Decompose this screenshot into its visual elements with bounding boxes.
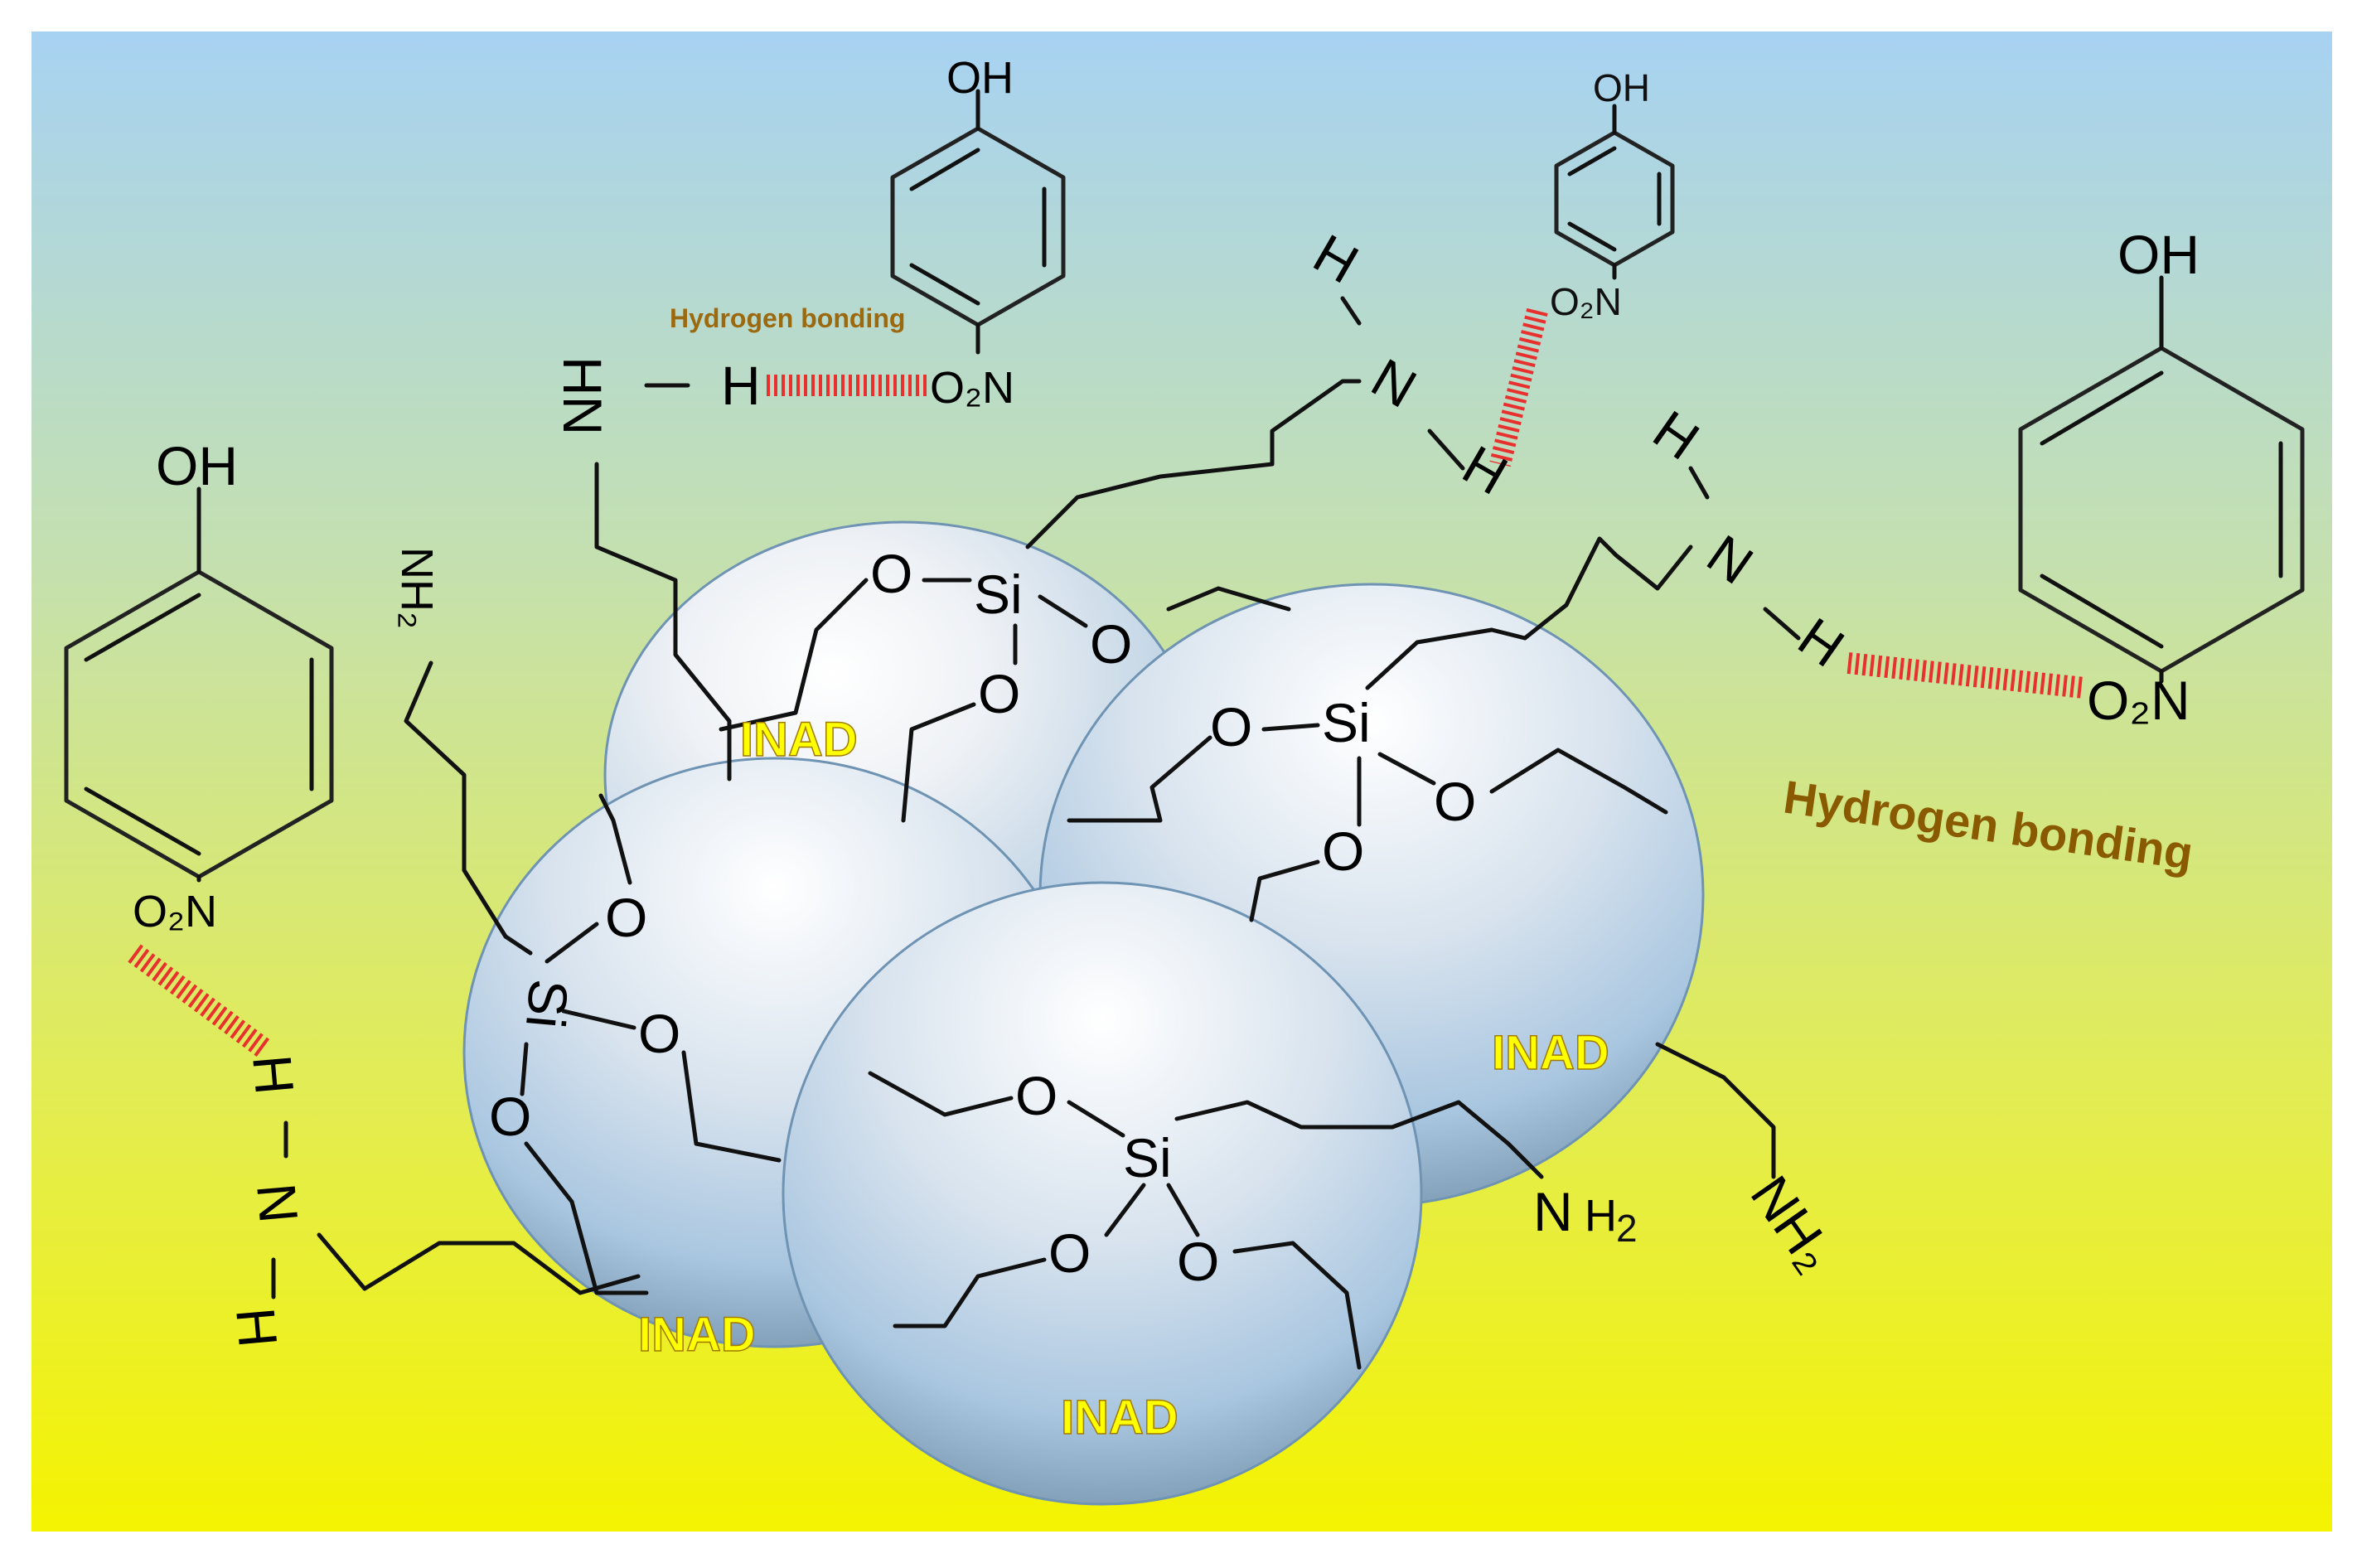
atom-si-front: Si [1123,1127,1172,1188]
atom-o-right-3: O [1322,820,1364,882]
silane-chains-front-sphere: Si O O O N H 2 [868,1065,1638,1370]
atom-si-right: Si [1322,692,1371,753]
hydrogen-bonding-label-small: Hydrogen bonding [670,303,905,333]
atom-o2n-4: O₂N [133,887,217,936]
atom-o-front-2: O [1048,1222,1091,1284]
atom-o-left-3: O [489,1086,531,1147]
atom-o2n-2: O₂N [1550,280,1622,323]
atom-o2n-1: O₂N [930,363,1014,413]
atom-h-left-1: H [241,1053,306,1097]
atom-o-top-2: O [1090,613,1132,675]
atom-o-front-1: O [1015,1065,1058,1126]
atom-o-front-3: O [1177,1231,1219,1292]
atom-si-left: Si [515,977,580,1031]
atom-nh2-subscript: 2 [1616,1207,1638,1250]
atom-o-right-2: O [1434,771,1476,832]
atom-oh-3: OH [2117,224,2200,285]
inad-label-right: INAD [1492,1026,1609,1080]
atom-h-left-2: H [225,1305,289,1350]
atom-o-top-1: O [870,543,912,604]
atom-si-top: Si [974,564,1023,625]
nitrophenol-molecule-3: OH O₂N [2018,224,2305,731]
atom-o-left-2: O [638,1003,680,1064]
atom-h-top: H [721,355,761,416]
inad-label-left: INAD [638,1308,756,1362]
atom-hn: HN [552,356,613,435]
atom-oh-4: OH [156,435,238,496]
inad-label-top: INAD [740,713,858,767]
hydrogen-bond-3 [1846,652,2086,699]
atom-o-top-3: O [978,663,1020,724]
atom-o-right-1: O [1210,696,1252,757]
atom-h-front: H [1585,1191,1617,1241]
atom-oh-2: OH [1593,66,1650,109]
atom-oh-1: OH [946,53,1014,103]
nanoparticle-sphere-front [782,881,1423,1506]
inad-label-front: INAD [1061,1391,1178,1445]
atom-n-left: N [245,1181,310,1226]
atom-o-left-1: O [605,887,647,948]
atom-o2n-3: O₂N [2087,670,2190,731]
nitrophenol-molecule-2: OH O₂N [1550,66,1675,323]
atom-n-front: N [1533,1181,1573,1242]
silane-chains-left-sphere: Si O O O N H H [225,793,782,1350]
atom-nh2-left: NH₂ [392,547,442,629]
nitrophenol-molecule-4: OH O₂N [64,435,334,936]
nitrophenol-molecule-1: OH O₂N [890,53,1066,413]
